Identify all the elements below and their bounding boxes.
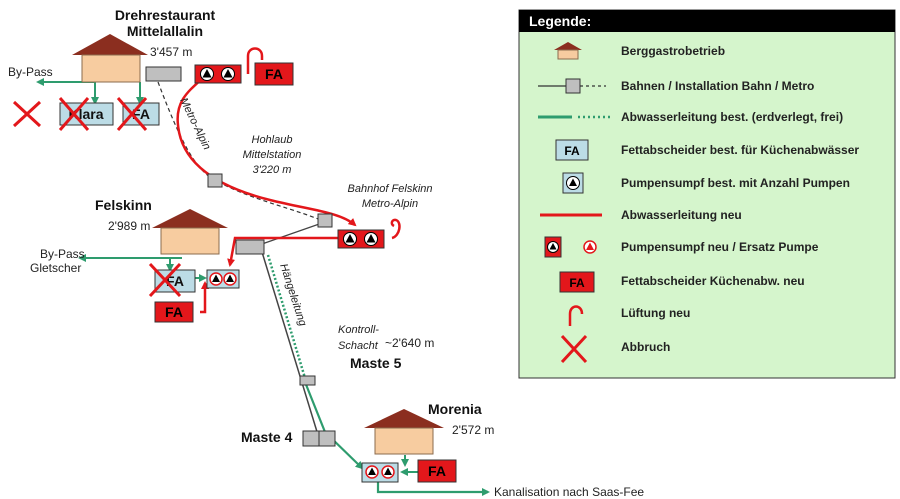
station-box-felskinn bbox=[235, 239, 265, 255]
cable-line-felskinn-morenia bbox=[261, 251, 319, 436]
station-box-mittelallalin bbox=[145, 66, 182, 82]
bahnhof-2: Metro-Alpin bbox=[362, 198, 418, 210]
ventilation-icon bbox=[246, 47, 264, 74]
cable-line-top bbox=[261, 221, 326, 245]
station-box-bahnhof bbox=[317, 213, 333, 228]
pump-sump-new-top bbox=[194, 64, 242, 84]
kontroll-schacht-box bbox=[299, 375, 316, 386]
morenia-elevation: 2'572 m bbox=[452, 423, 494, 437]
pump-sump-existing-mid bbox=[206, 269, 240, 289]
fa-legend-new: FA bbox=[569, 276, 585, 290]
hohlaub-1: Hohlaub bbox=[252, 134, 293, 146]
legend-label-3: Fettabscheider best. für Küchenabwässer bbox=[621, 143, 859, 157]
felskinn-name: Felskinn bbox=[95, 197, 152, 213]
sewer-kanalisation bbox=[376, 482, 490, 496]
grease-trap-existing-icon: FA bbox=[555, 139, 589, 161]
bahnhof-1: Bahnhof Felskinn bbox=[348, 183, 433, 195]
hohlaub-2: Mittelstation bbox=[243, 149, 302, 161]
legend-label-0: Berggastrobetrieb bbox=[621, 44, 725, 58]
legend-label-6: Pumpensumpf neu / Ersatz Pumpe bbox=[621, 240, 819, 254]
kontroll-elev: ~2'640 m bbox=[385, 336, 434, 350]
fa-new-top bbox=[254, 62, 294, 86]
legend-label-5: Abwasserleitung neu bbox=[621, 208, 742, 222]
legend-label-2: Abwasserleitung best. (erdverlegt, frei) bbox=[621, 110, 843, 124]
legend-label-7: Fettabscheider Küchenabw. neu bbox=[621, 274, 805, 288]
bypass-mid-1: By-Pass bbox=[40, 247, 85, 261]
station-box-hohlaub bbox=[207, 173, 223, 188]
legend-frame bbox=[518, 9, 896, 379]
sewer-new-felskinn bbox=[227, 236, 340, 267]
bypass-mid-2: Gletscher bbox=[30, 261, 81, 275]
restaurant-felskinn bbox=[152, 209, 228, 255]
grease-trap-new-icon: FA bbox=[559, 271, 595, 293]
kontroll-2: Schacht bbox=[338, 340, 379, 352]
railway-icon bbox=[538, 78, 606, 94]
fa-new-mid-label: FA bbox=[165, 304, 183, 320]
klara-box bbox=[59, 102, 114, 126]
pump-sump-existing-icon bbox=[562, 172, 584, 194]
fa-existing-top-label: FA bbox=[132, 106, 150, 122]
demolition-icon bbox=[12, 97, 148, 131]
demolition-icon bbox=[148, 262, 182, 298]
fa-new-morenia bbox=[417, 459, 457, 483]
sewer-new-fa-mid bbox=[200, 281, 209, 314]
sewer-to-morenia bbox=[303, 381, 364, 470]
pump-sump-new-bahnhof bbox=[337, 229, 385, 249]
mittelallalin-name-2: Mittelallalin bbox=[127, 23, 203, 39]
maste4-label: Maste 4 bbox=[241, 429, 293, 445]
mittelallalin-elevation: 3'457 m bbox=[150, 45, 192, 59]
legend-header bbox=[519, 10, 895, 32]
legend-label-4: Pumpensumpf best. mit Anzahl Pumpen bbox=[621, 176, 850, 190]
felskinn-elevation: 2'989 m bbox=[108, 219, 150, 233]
legend-label-1: Bahnen / Installation Bahn / Metro bbox=[621, 79, 814, 93]
restaurant-icon bbox=[554, 42, 582, 60]
pump-sump-new-icon bbox=[544, 236, 597, 258]
legend: Legende: FA FA bbox=[518, 9, 896, 379]
ventilation-icon bbox=[390, 218, 401, 240]
fa-new-top-label: FA bbox=[265, 66, 283, 82]
pump-sump-existing-morenia bbox=[361, 462, 399, 483]
morenia-name: Morenia bbox=[428, 401, 482, 417]
fa-legend-existing: FA bbox=[564, 144, 580, 158]
mittelallalin-name-1: Drehrestaurant bbox=[115, 7, 216, 23]
demolition-icon bbox=[560, 334, 588, 364]
maste5-label: Maste 5 bbox=[350, 355, 402, 371]
sewer-haengeleitung bbox=[266, 254, 307, 379]
fa-new-morenia-label: FA bbox=[428, 463, 446, 479]
kontroll-1: Kontroll- bbox=[338, 324, 379, 336]
fa-new-mid bbox=[154, 301, 194, 323]
legend-label-8: Lüftung neu bbox=[621, 306, 690, 320]
ventilation-icon bbox=[568, 305, 584, 326]
hohlaub-3: 3'220 m bbox=[253, 164, 292, 176]
restaurant-morenia bbox=[364, 409, 444, 455]
legend-title: Legende: bbox=[529, 13, 591, 29]
kanalisation-label: Kanalisation nach Saas-Fee bbox=[494, 485, 644, 499]
restaurant-mittelallalin bbox=[72, 34, 148, 83]
legend-label-9: Abbruch bbox=[621, 340, 670, 354]
bypass-top-label: By-Pass bbox=[8, 65, 53, 79]
